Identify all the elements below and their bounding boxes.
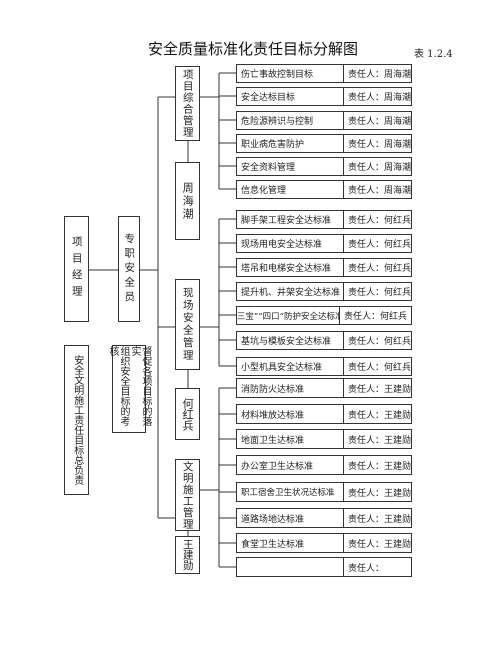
task-name: 食堂卫生达标准	[241, 539, 305, 550]
page-title: 安全质量标准化责任目标分解图	[148, 40, 359, 58]
responsible-person: 责任人：何红兵	[342, 332, 411, 349]
safety-officer-box: 专职安全员	[118, 216, 140, 322]
task-name: 信息化管理	[241, 186, 287, 196]
responsible-person: 责任人：王建勋	[342, 483, 411, 501]
task-name: 道路场地达标准	[241, 514, 305, 525]
task-row: 信息化管理 责任人：周海潮	[236, 180, 412, 199]
task-name: 伤亡事故控制目标	[241, 70, 314, 80]
responsible-person: 责任人：王建勋	[342, 509, 411, 527]
safety-officer-duty-1: 组织安全目标的考核	[107, 346, 129, 426]
task-row: 小型机具安全达标准 责任人：何红兵	[236, 357, 412, 376]
responsible-person: 责任人：周海潮	[342, 181, 411, 198]
safety-officer-duty-box: 组织安全目标的考核 督促各项目标的落实	[107, 345, 151, 433]
task-row: 危险源辨识与控制 责任人：周海潮	[236, 111, 412, 130]
task-row: 办公室卫生达标准 责任人：王建勋	[236, 455, 412, 475]
responsible-person: 责任人：周海潮	[342, 65, 411, 82]
task-row: 材料堆放达标准 责任人：王建勋	[236, 404, 412, 424]
category-project-management: 项目综合管理	[175, 66, 200, 141]
safety-officer-label: 专职安全员	[123, 232, 136, 306]
responsible-person: 责任人：何红兵	[342, 358, 411, 375]
project-manager-duty: 安全文明施工责任目标总负责	[71, 355, 83, 485]
task-name: 职业病危害防护	[241, 140, 305, 150]
task-name: 安全达标目标	[241, 93, 296, 103]
owner-box-group-3: 王建勋	[175, 536, 200, 574]
responsible-person: 责任人：王建勋	[342, 405, 411, 423]
owner-box-group-2: 何红兵	[175, 388, 200, 440]
responsible-person: 责任人：	[343, 558, 411, 576]
task-name: 基坑与模板安全达标准	[241, 337, 332, 347]
responsible-person: 责任人：何红兵	[339, 307, 411, 324]
task-name: 材料堆放达标准	[241, 410, 305, 421]
task-name: 现场用电安全达标准	[241, 240, 323, 250]
task-row: 食堂卫生达标准 责任人：王建勋	[236, 533, 412, 553]
task-name: 提升机、井架安全达标准	[241, 288, 341, 298]
task-row: 职业病危害防护 责任人：周海潮	[236, 134, 412, 153]
responsible-person: 责任人：周海潮	[342, 112, 411, 129]
task-row: 消防防火达标准 责任人：王建勋	[236, 378, 412, 398]
project-manager-box: 项目经理	[64, 216, 89, 322]
responsible-person: 责任人：何红兵	[342, 235, 411, 252]
task-name: 塔吊和电梯安全达标准	[241, 264, 332, 274]
task-name: 危险源辨识与控制	[241, 117, 314, 127]
responsible-person: 责任人：周海潮	[342, 88, 411, 105]
category-site-safety: 现场安全管理	[175, 279, 200, 370]
responsible-person: 责任人：王建勋	[342, 534, 411, 552]
task-row: 安全达标目标 责任人：周海潮	[236, 87, 412, 106]
task-row: 安全资料管理 责任人：周海潮	[236, 157, 412, 176]
owner-box-group-1: 周海潮	[175, 162, 200, 240]
table-number: 表 1.2.4	[414, 49, 453, 60]
task-row: 地面卫生达标准 责任人：王建勋	[236, 429, 412, 449]
project-manager-label: 项目经理	[70, 236, 83, 302]
task-row: 责任人：	[236, 557, 412, 577]
owner-label: 王建勋	[181, 539, 194, 571]
task-name: 消防防火达标准	[241, 384, 305, 395]
task-name: 脚手架工程安全达标准	[241, 216, 332, 226]
task-row: 提升机、井架安全达标准 责任人：何红兵	[236, 282, 412, 301]
task-row: 职工宿舍卫生状况达标准 责任人：王建勋	[236, 482, 412, 502]
safety-officer-duty-2: 督促各项目标的落实	[129, 346, 151, 426]
responsible-person: 责任人：何红兵	[342, 259, 411, 276]
task-row: 塔吊和电梯安全达标准 责任人：何红兵	[236, 258, 412, 277]
category-label: 现场安全管理	[181, 287, 194, 362]
task-name: “三宝”“四口”防护安全达标准	[237, 311, 339, 322]
task-row: 道路场地达标准 责任人：王建勋	[236, 508, 412, 528]
responsible-person: 责任人：何红兵	[342, 211, 411, 228]
task-name: 小型机具安全达标准	[241, 363, 323, 373]
owner-label: 何红兵	[181, 397, 195, 431]
task-name: 地面卫生达标准	[241, 435, 305, 446]
responsible-person: 责任人：周海潮	[342, 158, 411, 175]
task-row: 伤亡事故控制目标 责任人：周海潮	[236, 64, 412, 83]
task-row: 基坑与模板安全达标准 责任人：何红兵	[236, 331, 412, 350]
responsible-person: 责任人：王建勋	[342, 456, 411, 474]
task-name: 办公室卫生达标准	[241, 461, 314, 472]
task-row: 现场用电安全达标准 责任人：何红兵	[236, 234, 412, 253]
task-name: 职工宿舍卫生状况达标准	[241, 488, 335, 498]
task-row: “三宝”“四口”防护安全达标准 责任人：何红兵	[236, 306, 412, 325]
project-manager-duty-box: 安全文明施工责任目标总负责	[64, 345, 89, 495]
responsible-person: 责任人：何红兵	[342, 283, 411, 300]
task-name	[237, 558, 343, 576]
category-label: 项目综合管理	[181, 69, 194, 138]
task-row: 脚手架工程安全达标准 责任人：何红兵	[236, 210, 412, 229]
task-name: 安全资料管理	[241, 163, 296, 173]
responsible-person: 责任人：王建勋	[342, 379, 411, 397]
category-label: 文明施工管理	[181, 460, 194, 530]
category-civilized-construction: 文明施工管理	[175, 459, 200, 531]
responsible-person: 责任人：王建勋	[342, 430, 411, 448]
owner-label: 周海潮	[181, 181, 195, 221]
responsible-person: 责任人：周海潮	[342, 135, 411, 152]
